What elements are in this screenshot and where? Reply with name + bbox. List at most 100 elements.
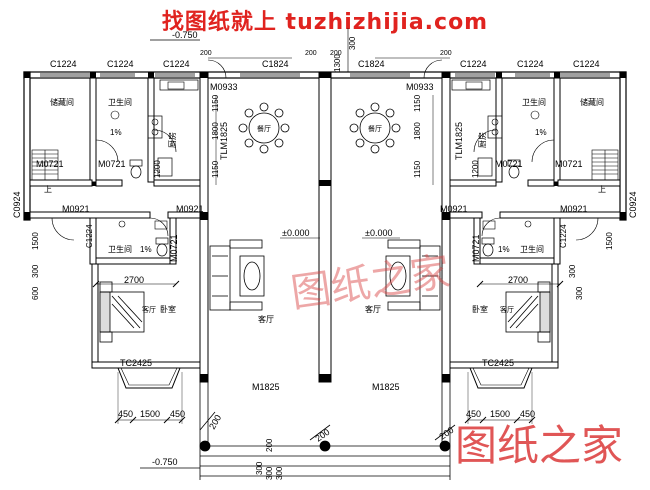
level-bottom: -0.750 [152,457,178,467]
dining-table-left-icon [238,102,290,154]
stair-up-right: 上 [598,185,606,194]
level-floor-left: ±0.000 [282,228,309,238]
door-m0721-1: M0721 [36,159,64,169]
dim-450-c: 450 [466,409,481,419]
room-bedroom-left: 卧室 [160,304,176,314]
door-m1825-left: M1825 [252,382,280,392]
dim-300-b: 300 [568,264,577,278]
door-m0721-4: M0721 [555,159,583,169]
dim-200-g: 200 [437,425,455,442]
room-bath-right: 卫生间 [522,97,546,107]
dim-1800-a: 1800 [211,122,220,140]
outer-walls [23,71,627,383]
dim-200-a: 200 [200,50,212,57]
room-bath-left-2: 卫生间 [108,244,132,254]
watermark-corner: 图纸之家 [455,421,624,470]
dim-200-d: 200 [440,50,452,57]
dim-450-d: 450 [520,409,535,419]
dim-300-f: 300 [275,466,284,480]
dim-450-a: 450 [118,409,133,419]
door-m1825-right: M1825 [372,382,400,392]
dim-600-a: 600 [31,286,40,300]
sofa-left-icon [209,239,265,311]
dim-2700-right: 2700 [508,275,528,285]
win-c0924-right: C0924 [628,191,638,218]
room-bedroom-right: 卧室 [472,304,488,314]
door-m0721-6: M0721 [471,234,481,262]
room-guest-right: 客厅 [500,305,514,314]
stair-left-icon [31,149,59,181]
dim-1500-b: 1500 [605,232,614,250]
win-c0924-left: C0924 [12,191,22,218]
win-tlm1825-left: TLM1825 [219,122,229,160]
dim-1300-top: 1300 [333,54,342,72]
slope-mark-1: 1% [110,128,122,137]
dim-300-a: 300 [31,264,40,278]
dim-200-b: 200 [305,50,317,57]
level-floor-right: ±0.000 [365,228,392,238]
toilet-right2-icon [481,237,495,257]
stove-right-icon [487,115,503,139]
dim-1150-a: 1150 [211,94,220,112]
door-m0721-5: M0721 [169,234,179,262]
room-kitchen-right: 厨房 [477,132,487,148]
bed-right-icon [505,281,551,343]
right-unit [423,59,621,389]
room-bath-right-2: 卫生间 [520,244,544,254]
slope-mark-3: 1% [140,245,152,254]
door-m0921-3: M0921 [440,204,468,214]
slope-mark-4: 1% [498,245,510,254]
win-c1224-2: C1224 [107,59,134,69]
toilet-right-icon [507,159,521,179]
dim-200-c: 200 [330,50,342,57]
door-m0921-4: M0921 [560,204,588,214]
dining-table-right-icon [349,102,401,154]
door-m0921-2: M0921 [176,204,204,214]
dim-300-e: 300 [265,466,274,480]
door-m0721-3: M0721 [495,159,523,169]
dim-300-top: 300 [348,36,357,50]
dim-200-h: 200 [265,438,274,452]
toilet-left-icon [129,159,143,179]
dim-200-e: 200 [207,413,223,431]
dim-1200-b: 1200 [471,160,480,178]
door-m0933-left: M0933 [210,82,238,92]
win-tlm1825-right: TLM1825 [454,122,464,160]
room-storage-left: 储藏间 [50,97,74,107]
win-c1224-4: C1224 [460,59,487,69]
win-c1824-2: C1824 [358,59,385,69]
dim-300-c: 300 [575,286,584,300]
room-kitchen-left: 厨房 [167,132,177,148]
dim-1150-c: 1150 [413,94,422,112]
dim-2700-left: 2700 [124,275,144,285]
door-m0933-right: M0933 [406,82,434,92]
bed-left-icon [99,281,145,343]
win-c1824-1: C1824 [262,59,289,69]
win-c1224-3: C1224 [163,59,190,69]
dim-1500-d: 1500 [490,409,510,419]
dim-200-f: 200 [313,427,331,444]
dim-1800-b: 1800 [413,122,422,140]
top-labels: -0.750 200 200 200 200 300 1300 C1224 C1… [50,28,600,72]
win-c1224-1: C1224 [50,59,77,69]
entrance-steps [140,382,456,480]
site-banner: 找图纸就上 tuzhizhijia.com [161,10,489,35]
level-top: -0.750 [172,30,198,40]
room-dining-right: 餐厅 [368,124,382,133]
win-tc2425-right: TC2425 [482,358,514,368]
room-dining-left: 餐厅 [257,124,271,133]
win-tc2425-left: TC2425 [120,358,152,368]
stair-right-icon [591,149,619,181]
dim-300-d: 300 [255,461,264,475]
dim-1200-a: 1200 [153,160,162,178]
door-m0921-1: M0921 [62,204,90,214]
room-living-left: 客厅 [258,314,274,324]
dim-1500-c: 1500 [140,409,160,419]
win-c1224-5: C1224 [517,59,544,69]
sofa-right-icon [385,239,441,311]
win-c1224-v-left: C1224 [85,224,94,248]
stair-up-left: 上 [44,185,52,194]
left-unit [29,59,227,389]
room-bath-left: 卫生间 [108,97,132,107]
